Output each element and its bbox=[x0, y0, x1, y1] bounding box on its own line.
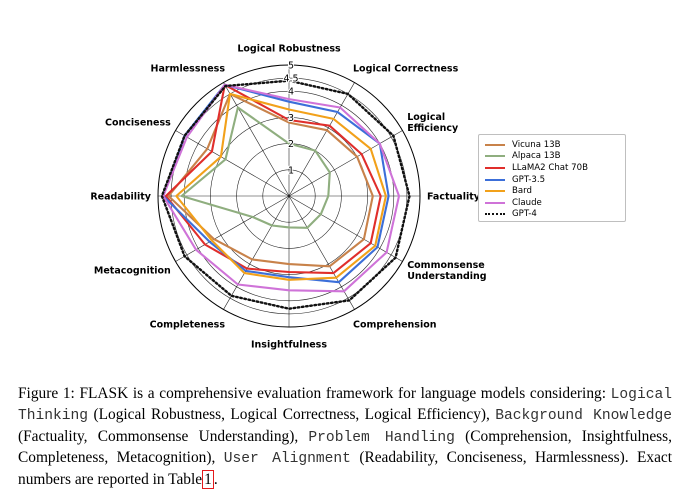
caption-text-1: FLASK is a comprehensive evaluation fram… bbox=[79, 385, 607, 402]
axis-label-logical-correctness: Logical Correctness bbox=[353, 63, 459, 74]
legend-item-llama2-chat-70b: LLaMA2 Chat 70B bbox=[485, 162, 619, 174]
legend-label-vicuna-13b: Vicuna 13B bbox=[512, 139, 561, 150]
axis-label-insightfulness: Insightfulness bbox=[251, 340, 327, 351]
legend-label-llama2-chat-70b: LLaMA2 Chat 70B bbox=[512, 162, 588, 173]
caption-text-6: . bbox=[213, 470, 218, 488]
series-line-bard bbox=[175, 92, 387, 281]
grid-spoke-metacognition bbox=[175, 195, 290, 262]
legend-label-gpt-3-5: GPT-3.5 bbox=[512, 174, 546, 185]
grid-spoke-logical-efficiency bbox=[288, 130, 403, 197]
legend-swatch-llama2-chat-70b bbox=[485, 166, 505, 169]
axis-label-conciseness: Conciseness bbox=[105, 118, 171, 129]
axis-label-harmlessness: Harmlessness bbox=[151, 63, 226, 74]
grid-spoke-conciseness bbox=[175, 130, 290, 197]
r-tick-label-5: 5 bbox=[288, 61, 294, 72]
axis-label-metacognition: Metacognition bbox=[94, 266, 171, 277]
caption-category-logical-thinking: Logical Thinking bbox=[18, 387, 672, 425]
legend-item-vicuna-13b: Vicuna 13B bbox=[485, 139, 619, 151]
caption-text-5: (Readability, Conciseness, Harmlessness)… bbox=[18, 449, 673, 488]
legend-swatch-claude bbox=[485, 201, 505, 204]
legend-label-claude: Claude bbox=[512, 197, 542, 208]
axis-label-comprehension: Comprehension bbox=[353, 320, 437, 331]
caption-text-2: (Logical Robustness, Logical Correctness… bbox=[93, 406, 490, 424]
legend-label-gpt-4: GPT-4 bbox=[512, 209, 537, 220]
legend-swatch-bard bbox=[485, 190, 505, 193]
legend-item-gpt-3-5: GPT-3.5 bbox=[485, 174, 619, 186]
grid-spoke-completeness bbox=[223, 195, 290, 310]
legend-item-bard: Bard bbox=[485, 185, 619, 197]
legend-item-claude: Claude bbox=[485, 197, 619, 209]
legend-label-alpaca-13b: Alpaca 13B bbox=[512, 151, 561, 162]
legend-swatch-alpaca-13b bbox=[485, 155, 505, 158]
r-tick-label-3: 4 bbox=[288, 87, 294, 98]
caption-category-problem-handling: Problem Handling bbox=[308, 429, 455, 446]
grid-spoke-commonsense-understanding bbox=[288, 195, 403, 262]
axis-label-logical-robustness: Logical Robustness bbox=[237, 44, 341, 55]
legend-label-bard: Bard bbox=[512, 186, 532, 197]
grid-spoke-logical-correctness bbox=[288, 82, 355, 197]
r-tick-label-1: 2 bbox=[288, 139, 294, 150]
series-line-claude bbox=[162, 83, 401, 293]
series-line-gpt-4 bbox=[160, 79, 411, 310]
legend-swatch-gpt-4 bbox=[485, 213, 505, 216]
series-line-llama2-chat-70b bbox=[164, 83, 382, 275]
axis-label-completeness: Completeness bbox=[150, 320, 226, 331]
caption-category-user-alignment: User Alignment bbox=[223, 451, 351, 468]
r-tick-label-2: 3 bbox=[288, 113, 294, 124]
legend-swatch-vicuna-13b bbox=[485, 143, 505, 146]
table-reference-link[interactable]: 1 bbox=[202, 469, 214, 489]
axis-label-factuality: Factuality bbox=[427, 192, 481, 203]
legend-item-alpaca-13b: Alpaca 13B bbox=[485, 151, 619, 163]
series-line-vicuna-13b bbox=[167, 92, 374, 268]
legend-item-gpt-4: GPT-4 bbox=[485, 209, 619, 221]
figure-caption: Figure 1: FLASK is a comprehensive evalu… bbox=[18, 384, 672, 489]
caption-text-4: (Comprehension, Insightfulness, Complete… bbox=[18, 427, 673, 467]
legend-swatch-gpt-3-5 bbox=[485, 178, 505, 181]
caption-text-3: (Factuality, Commonsense Understanding), bbox=[18, 427, 299, 445]
r-tick-label-4: 4.5 bbox=[283, 74, 298, 85]
series-line-alpaca-13b bbox=[180, 106, 331, 229]
axis-label-readability: Readability bbox=[90, 192, 151, 203]
caption-category-background-knowledge: Background Knowledge bbox=[495, 408, 672, 425]
radial-tick-labels: 1 2 3 4 4.5 5 bbox=[282, 60, 299, 178]
grid-spoke-harmlessness bbox=[223, 82, 290, 197]
caption-figure-label: Figure 1: bbox=[18, 385, 75, 402]
r-tick-label-0: 1 bbox=[288, 165, 294, 176]
radar-series-group bbox=[160, 79, 411, 310]
